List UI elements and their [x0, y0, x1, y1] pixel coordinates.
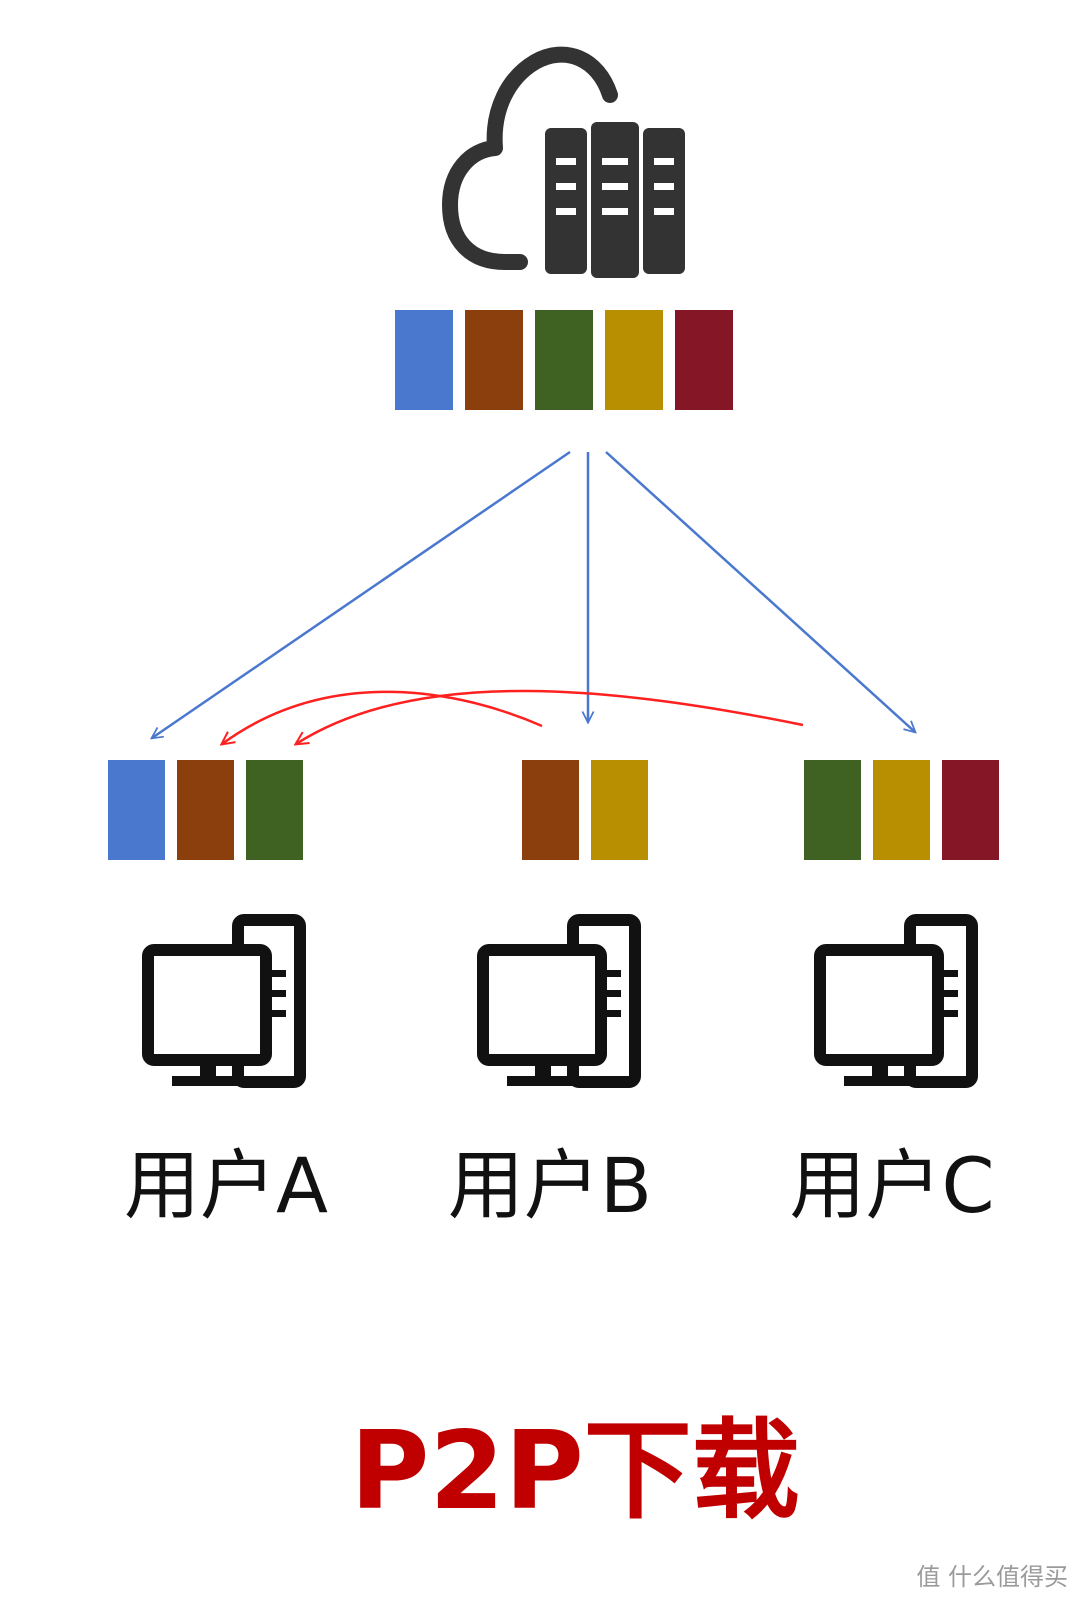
user-c-block-1: [804, 760, 861, 860]
user-computers: [142, 914, 978, 1088]
user-b-block-1: [522, 760, 579, 860]
server-block-4: [605, 310, 663, 410]
server-to-user-a-arrow: [152, 450, 571, 738]
user-c-to-user-a-arrow: [296, 689, 804, 744]
server-rack-icon: [545, 122, 685, 278]
user-a-label: 用户A: [124, 1141, 328, 1230]
server-block-2: [465, 310, 523, 410]
server-block-5: [675, 310, 733, 410]
computer-icon-user-a: [142, 914, 306, 1088]
user-file-blocks: [108, 760, 999, 860]
computer-icon-user-b: [477, 914, 641, 1088]
user-b-block-2: [591, 760, 648, 860]
user-c-label: 用户C: [789, 1141, 994, 1230]
user-a-block-2: [177, 760, 234, 860]
cloud-server-icon: [442, 46, 685, 278]
watermark-text: 值 什么值得买: [916, 1563, 1068, 1591]
server-file-blocks: [395, 310, 733, 410]
server-arrows: [152, 450, 915, 738]
user-c-block-3: [942, 760, 999, 860]
cloud-outline: [442, 46, 618, 270]
server-to-user-c-arrow: [605, 451, 915, 732]
user-b-label: 用户B: [448, 1141, 652, 1230]
user-c-block-2: [873, 760, 930, 860]
user-b-to-user-a-arrow: [222, 690, 543, 744]
computer-icon-user-c: [814, 914, 978, 1088]
watermark: 值 什么值得买: [916, 1563, 1068, 1591]
server-block-1: [395, 310, 453, 410]
user-a-block-3: [246, 760, 303, 860]
peer-arrows: [222, 689, 804, 744]
user-a-block-1: [108, 760, 165, 860]
server-block-3: [535, 310, 593, 410]
diagram-title: P2P下载: [350, 1409, 799, 1534]
